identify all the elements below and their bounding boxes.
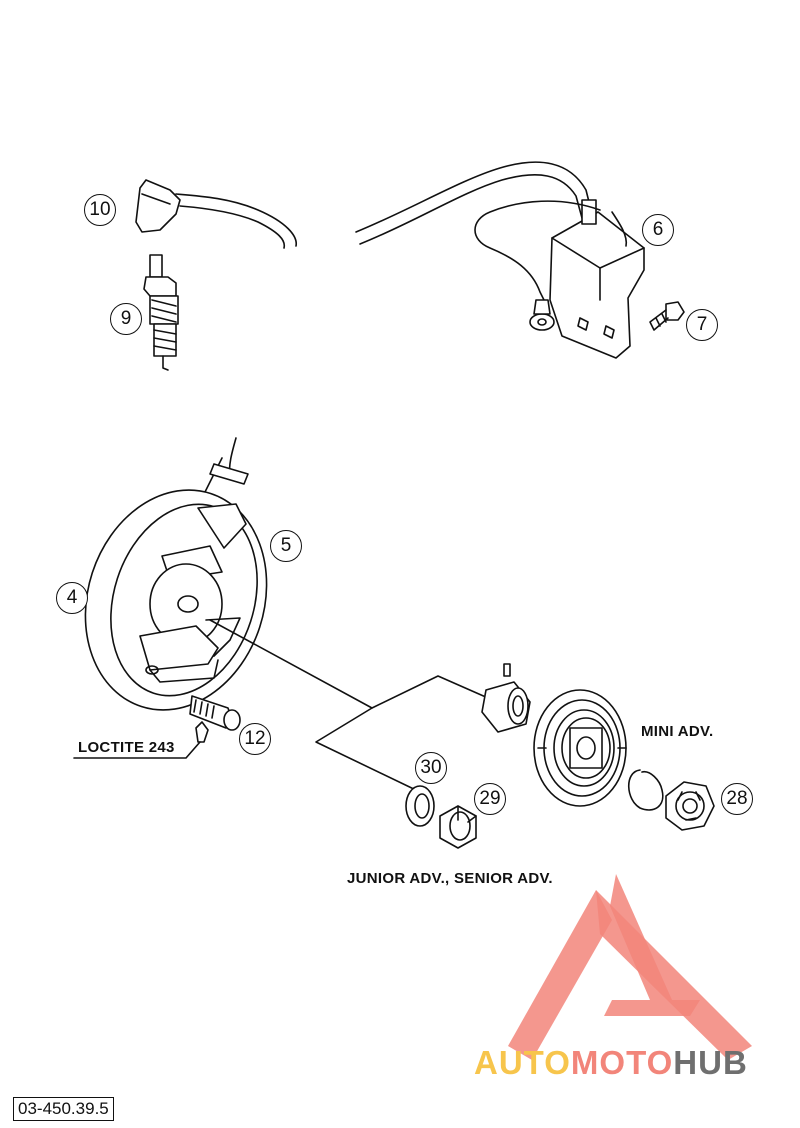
- split-leader: [315, 707, 421, 793]
- watermark-part-2: MOTO: [570, 1044, 674, 1081]
- loctite-label: LOCTITE 243: [78, 739, 175, 756]
- callout-5: 5: [270, 530, 302, 562]
- stator-plate: [84, 437, 268, 711]
- loctite-leader: [73, 741, 201, 759]
- washer: [405, 785, 435, 827]
- hex-nut: [439, 805, 477, 849]
- callout-6: 6: [642, 214, 674, 246]
- flange-nut: [665, 781, 715, 831]
- document-code: 03-450.39.5: [13, 1097, 114, 1121]
- rotor-sleeve: [481, 663, 531, 733]
- rotor-flywheel: [533, 689, 627, 807]
- callout-28: 28: [721, 783, 753, 815]
- callout-30: 30: [415, 752, 447, 784]
- watermark-part-1: AUTO: [474, 1044, 571, 1081]
- watermark-logo: [508, 874, 752, 1060]
- callout-7: 7: [686, 309, 718, 341]
- stator-screw: [189, 695, 241, 743]
- callout-10: 10: [84, 194, 116, 226]
- callout-4: 4: [56, 582, 88, 614]
- watermark-part-3: HUB: [673, 1044, 748, 1081]
- callout-9: 9: [110, 303, 142, 335]
- junior-senior-adv-label: JUNIOR ADV., SENIOR ADV.: [347, 870, 553, 887]
- mini-adv-label: MINI ADV.: [641, 723, 714, 740]
- spark-plug: [143, 254, 179, 371]
- watermark-brand: AUTOMOTOHUB: [474, 1044, 748, 1082]
- callout-29: 29: [474, 783, 506, 815]
- assembly-leader: [209, 619, 489, 709]
- callout-12: 12: [239, 723, 271, 755]
- coil-bolt: [649, 301, 685, 331]
- spark-plug-cap: [135, 179, 297, 249]
- ignition-coil: [355, 161, 645, 359]
- circlip: [627, 769, 664, 811]
